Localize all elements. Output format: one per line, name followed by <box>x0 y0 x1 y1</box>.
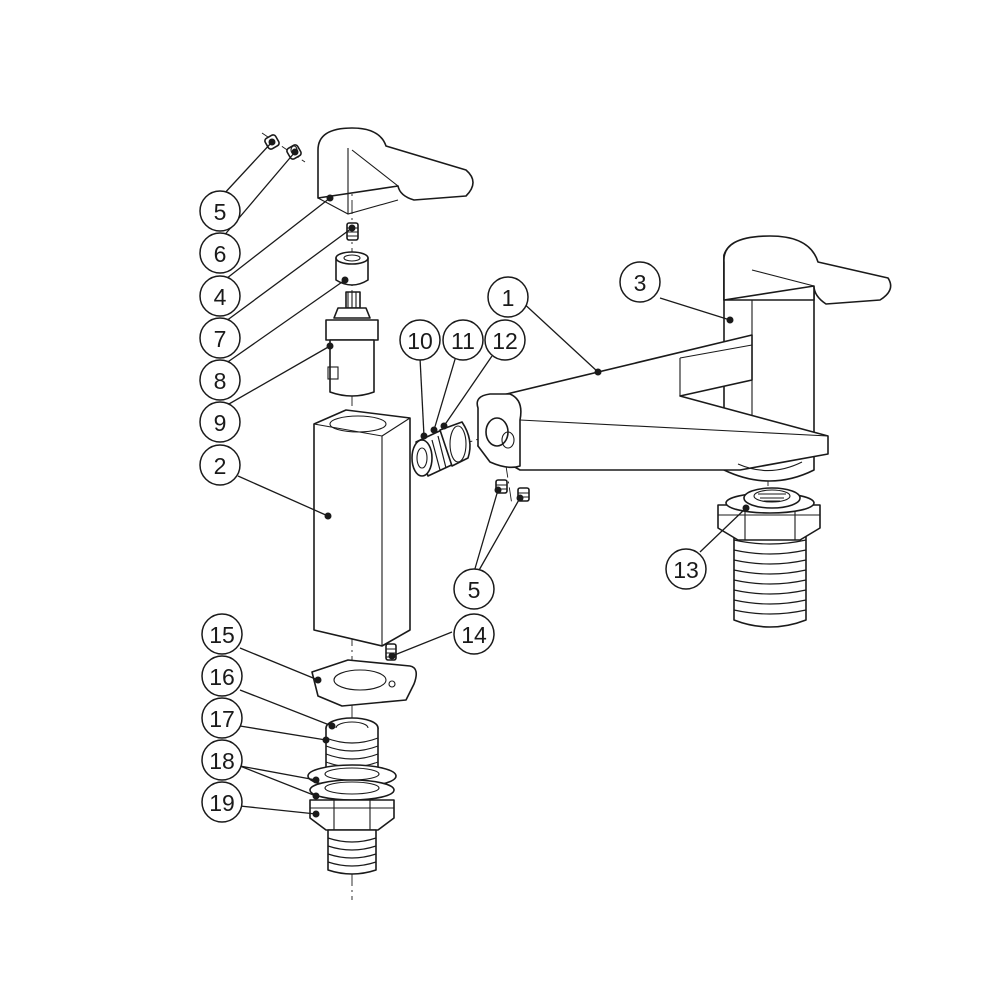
callout-3: 3 <box>619 261 661 303</box>
callout-label: 1 <box>502 285 515 311</box>
callout-label: 18 <box>209 748 235 774</box>
callout-8: 8 <box>199 359 241 401</box>
callout-14: 14 <box>453 613 495 655</box>
callout-15: 15 <box>201 613 243 655</box>
callout-label: 19 <box>209 790 235 816</box>
callout-7: 7 <box>199 317 241 359</box>
callout-label: 6 <box>214 241 227 267</box>
callout-5-lower: 5 <box>453 568 495 610</box>
callout-2: 2 <box>199 444 241 486</box>
valve-cartridge <box>325 291 379 397</box>
right-tail <box>717 492 821 628</box>
leader-dots <box>268 138 750 818</box>
callout-label: 5 <box>468 577 481 603</box>
callout-label: 12 <box>492 328 518 354</box>
spline-adapter <box>335 251 369 286</box>
back-nut <box>309 799 395 875</box>
callout-label: 7 <box>214 326 227 352</box>
callout-label: 8 <box>214 368 227 394</box>
spout-body <box>476 334 829 472</box>
exploded-left-column <box>264 127 530 875</box>
callout-label: 2 <box>214 453 227 479</box>
callout-19: 19 <box>201 781 243 823</box>
callout-9: 9 <box>199 401 241 443</box>
callout-12: 12 <box>484 319 526 361</box>
callout-17: 17 <box>201 697 243 739</box>
callout-label: 3 <box>634 270 647 296</box>
callout-18: 18 <box>201 739 243 781</box>
callout-1: 1 <box>487 276 529 318</box>
callout-label: 9 <box>214 410 227 436</box>
body-sleeve <box>313 409 411 647</box>
aerator <box>743 487 801 509</box>
callout-label: 13 <box>673 557 699 583</box>
callout-6: 6 <box>199 232 241 274</box>
callout-11: 11 <box>442 319 484 361</box>
callout-label: 5 <box>214 199 227 225</box>
callout-5-top: 5 <box>199 190 241 232</box>
left-lever <box>317 127 474 215</box>
leader-lines <box>221 141 747 815</box>
callout-label: 15 <box>209 622 235 648</box>
callout-label: 16 <box>209 664 235 690</box>
callout-label: 4 <box>214 284 227 310</box>
right-lever <box>723 235 892 305</box>
callout-label: 14 <box>461 622 487 648</box>
callout-label: 11 <box>451 328 475 354</box>
callout-13: 13 <box>665 548 707 590</box>
assembled-mixer <box>476 235 892 628</box>
diverter-assembly <box>411 421 471 477</box>
base-plate <box>311 659 418 707</box>
callout-label: 10 <box>407 328 433 354</box>
washers <box>307 764 397 801</box>
callout-4: 4 <box>199 275 241 317</box>
callout-16: 16 <box>201 655 243 697</box>
callout-label: 17 <box>209 706 235 732</box>
callout-10: 10 <box>399 319 441 361</box>
